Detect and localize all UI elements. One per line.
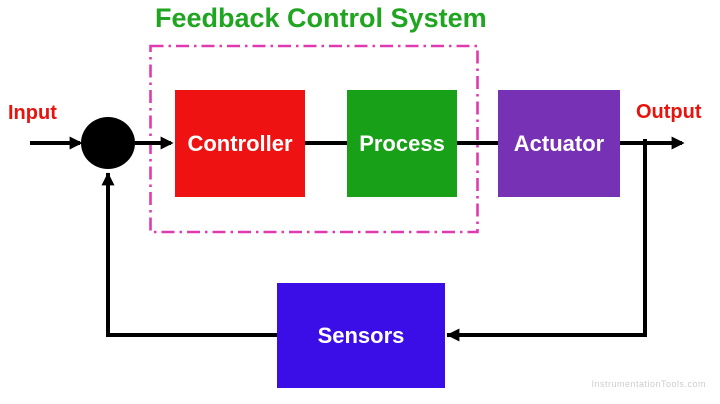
- actuator-block: Actuator: [498, 90, 620, 197]
- sensors-to-junction-arrow: [101, 172, 279, 337]
- diagram-title: Feedback Control System: [155, 3, 487, 33]
- input-label: Input: [8, 102, 57, 124]
- sensors-block: Sensors: [277, 283, 445, 388]
- process-block: Process: [347, 90, 457, 197]
- watermark-text: InstrumentationTools.com: [591, 379, 706, 389]
- summing-junction-circle: [81, 117, 135, 169]
- output-label: Output: [636, 101, 702, 123]
- dashed-group-border: [149, 44, 479, 234]
- output-branch-to-sensors-arrow: [446, 139, 647, 342]
- controller-block: Controller: [175, 90, 305, 197]
